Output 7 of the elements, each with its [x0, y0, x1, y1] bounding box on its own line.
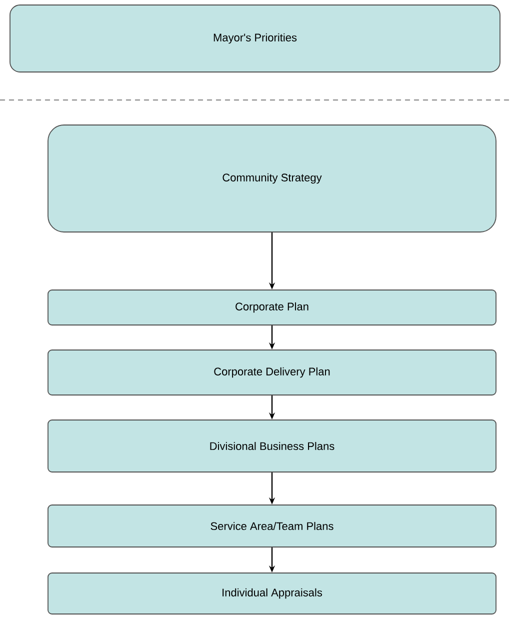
process-box: Corporate Plan — [48, 290, 496, 326]
process-box: Corporate Delivery Plan — [48, 350, 496, 396]
process-box: Service Area/Team Plans — [48, 504, 496, 548]
process-box: Divisional Business Plans — [48, 420, 496, 472]
process-box: Mayor's Priorities — [10, 4, 500, 72]
process-box: Community Strategy — [48, 124, 496, 232]
process-box: Individual Appraisals — [48, 572, 496, 614]
